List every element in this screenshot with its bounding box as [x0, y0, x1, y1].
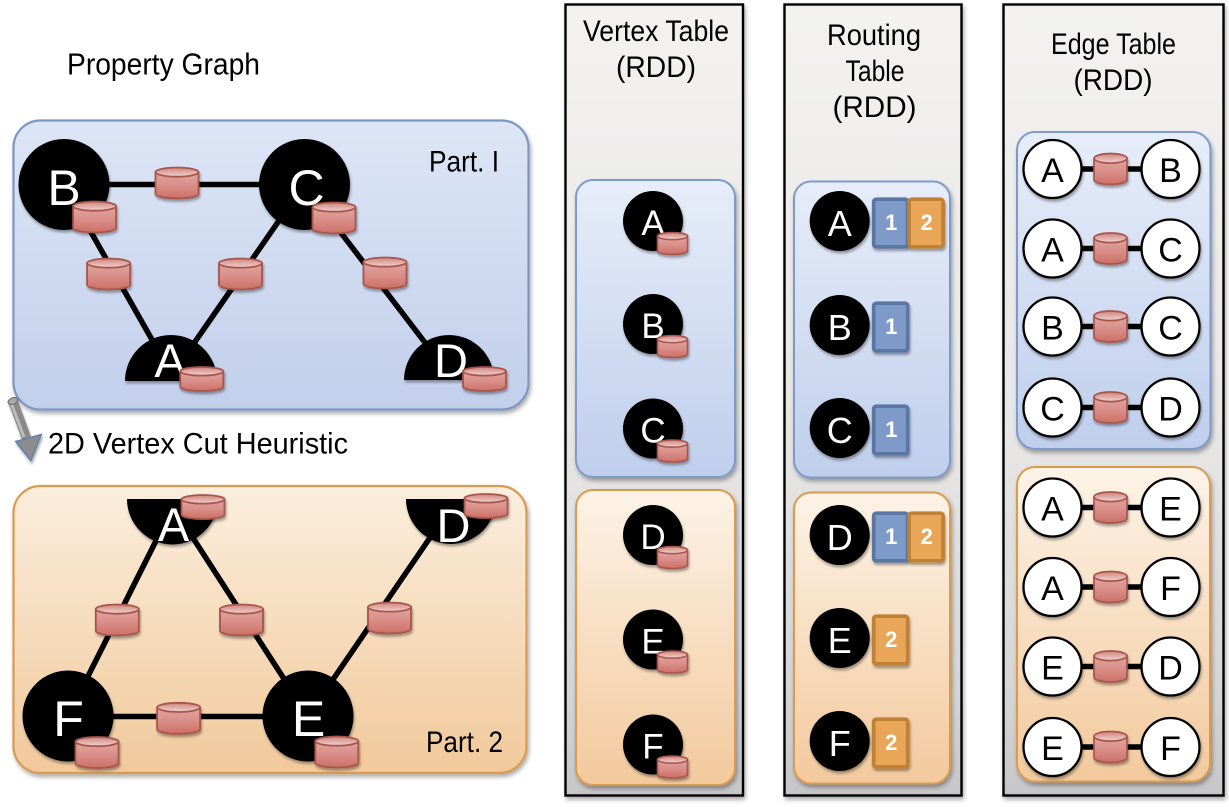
svg-text:(RDD): (RDD) [616, 51, 696, 84]
svg-text:A: A [1041, 152, 1064, 190]
svg-text:E: E [1041, 730, 1064, 768]
svg-text:2: 2 [885, 730, 897, 755]
svg-text:1: 1 [885, 417, 897, 442]
svg-text:F: F [642, 728, 663, 767]
svg-text:Property Graph: Property Graph [67, 47, 260, 82]
svg-text:C: C [827, 410, 853, 451]
svg-text:E: E [828, 620, 852, 661]
svg-text:F: F [829, 723, 851, 764]
svg-text:F: F [53, 691, 84, 747]
svg-text:Edge Table: Edge Table [1051, 28, 1176, 61]
svg-text:1: 1 [885, 314, 897, 339]
svg-text:2: 2 [921, 210, 933, 235]
svg-text:2: 2 [921, 524, 933, 549]
svg-text:A: A [1041, 570, 1064, 608]
svg-text:F: F [1160, 570, 1181, 608]
svg-text:Table: Table [846, 55, 905, 88]
svg-text:2D Vertex Cut Heuristic: 2D Vertex Cut Heuristic [48, 428, 348, 461]
svg-text:(RDD): (RDD) [833, 91, 917, 124]
svg-text:B: B [1159, 152, 1182, 190]
svg-text:A: A [1041, 232, 1064, 270]
svg-text:E: E [641, 623, 664, 662]
svg-text:B: B [641, 307, 664, 346]
svg-text:C: C [1040, 391, 1065, 429]
svg-text:A: A [828, 203, 852, 244]
svg-text:Part. 2: Part. 2 [426, 726, 503, 759]
svg-text:A: A [1041, 491, 1064, 529]
svg-text:E: E [1041, 650, 1064, 688]
svg-text:C: C [1158, 232, 1183, 270]
svg-text:1: 1 [885, 524, 897, 549]
svg-text:B: B [1041, 310, 1064, 348]
svg-text:E: E [1159, 491, 1182, 529]
svg-text:Part. I: Part. I [429, 146, 499, 179]
svg-text:B: B [828, 307, 852, 348]
svg-text:D: D [827, 517, 853, 558]
svg-text:D: D [1158, 391, 1183, 429]
svg-text:(RDD): (RDD) [1074, 64, 1153, 97]
svg-text:2: 2 [885, 627, 897, 652]
svg-text:1: 1 [885, 210, 897, 235]
svg-text:Routing: Routing [827, 19, 921, 52]
svg-text:D: D [1158, 650, 1183, 688]
svg-text:Vertex Table: Vertex Table [583, 15, 729, 48]
svg-text:C: C [1158, 310, 1183, 348]
svg-text:F: F [1160, 730, 1181, 768]
